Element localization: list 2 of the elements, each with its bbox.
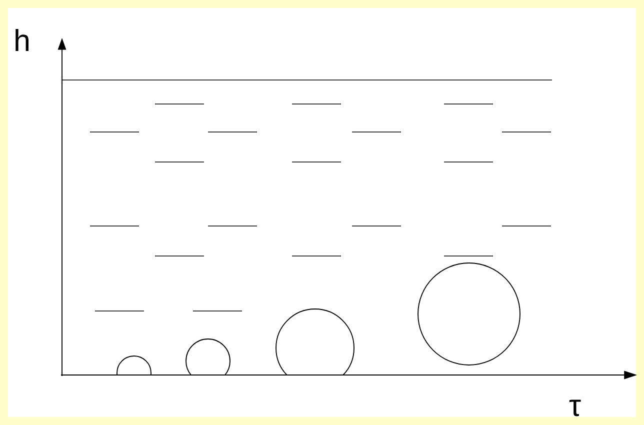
axis-label: h — [16, 28, 28, 52]
axis-label: τ — [569, 400, 581, 416]
